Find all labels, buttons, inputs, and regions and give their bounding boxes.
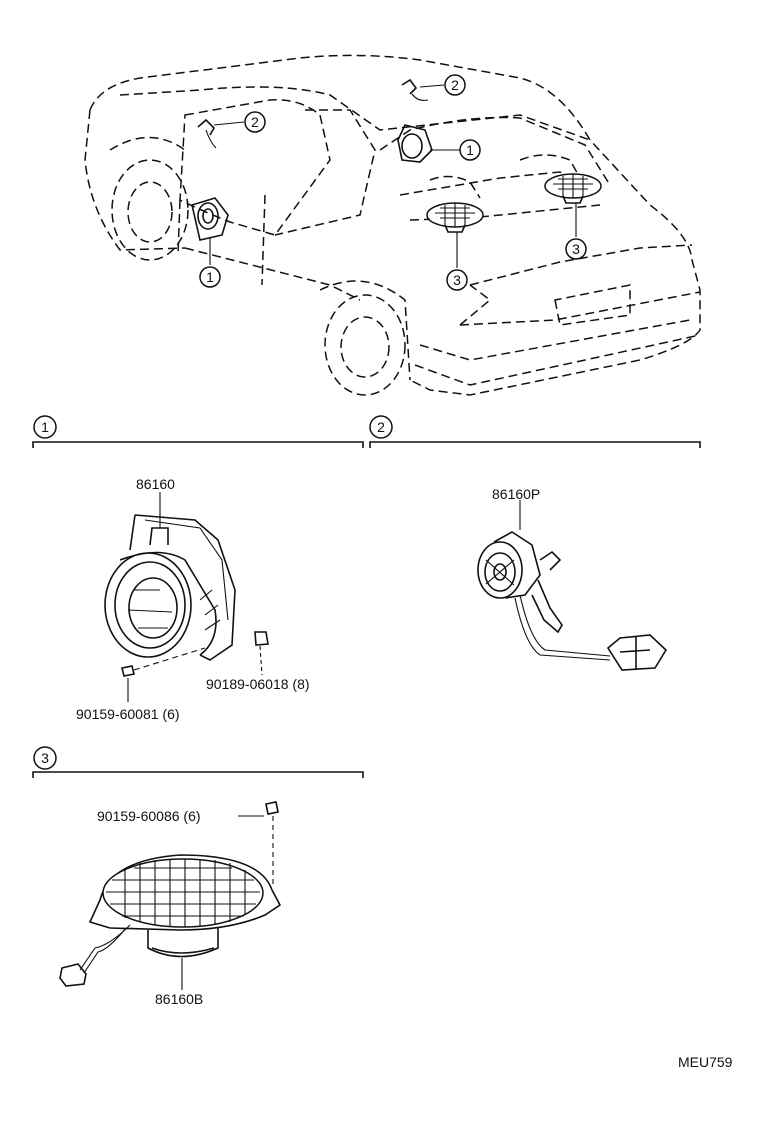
section-number: 1 (41, 419, 49, 435)
part-label-rear-screw: 90159-60086 (6) (97, 808, 201, 824)
tweeter-overview-left (197, 118, 217, 149)
section-header-1: 1 (32, 415, 364, 448)
rear-door-speaker-overview (397, 124, 433, 163)
part-label-front-speaker: 86160 (136, 476, 175, 492)
rear-shelf-speaker-overview-right (544, 173, 602, 204)
callout-circle: 2 (244, 111, 266, 133)
section-header-3: 3 (32, 746, 364, 778)
section-number: 3 (41, 750, 49, 766)
section-number: 2 (377, 419, 385, 435)
callout-number: 3 (572, 241, 580, 257)
front-door-speaker-overview (191, 197, 229, 241)
callout-number: 1 (206, 269, 214, 285)
callout-circle: 2 (444, 74, 466, 96)
callout-number: 2 (251, 114, 259, 130)
part-label-front-screw: 90159-60081 (6) (76, 706, 180, 722)
section-header-2: 2 (369, 415, 701, 448)
callout-circle: 1 (199, 266, 221, 288)
callout-leaders (209, 84, 577, 268)
part-label-tweeter: 86160P (492, 486, 540, 502)
part-label-front-nut: 90189-06018 (8) (206, 676, 310, 692)
callout-number: 1 (466, 142, 474, 158)
part-label-rear-speaker: 86160B (155, 991, 203, 1007)
front-speaker-illustration (104, 492, 269, 702)
rear-speaker-illustration (59, 801, 282, 990)
tweeter-illustration (477, 500, 668, 671)
callout-circle: 1 (459, 139, 481, 161)
tweeter-overview-right (401, 78, 429, 101)
rear-shelf-speaker-overview-left (426, 202, 484, 233)
callout-circle: 3 (446, 269, 468, 291)
car-overview (84, 54, 701, 396)
diagram-reference-code: MEU759 (678, 1054, 733, 1070)
callout-circle: 3 (565, 238, 587, 260)
callout-number: 2 (451, 77, 459, 93)
callout-number: 3 (453, 272, 461, 288)
